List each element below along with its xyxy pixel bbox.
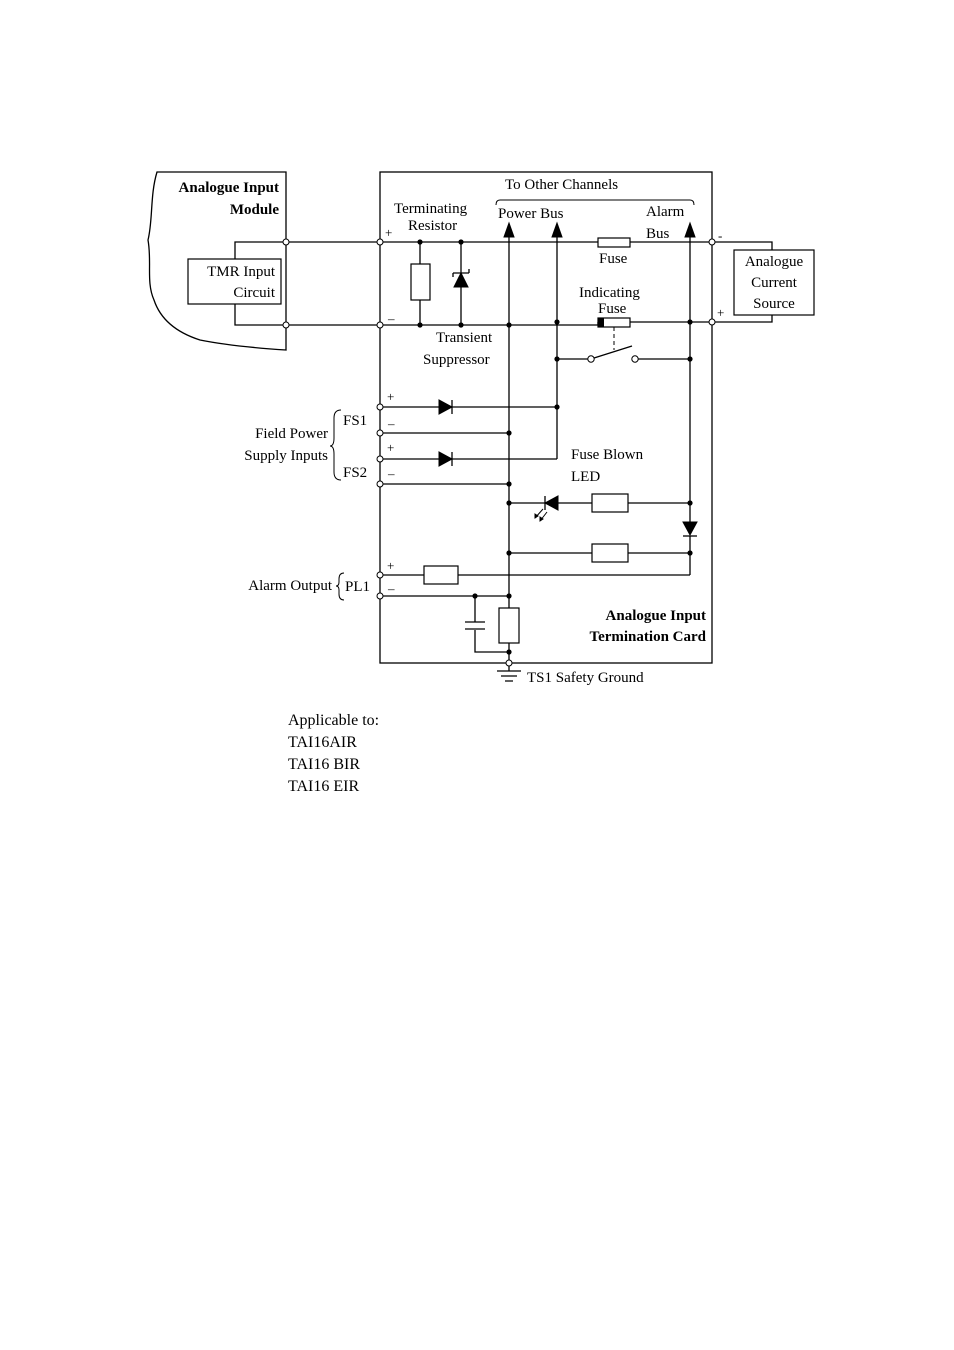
plus-sign-top-left: + — [385, 225, 392, 240]
applicable-to-block: Applicable to: TAI16AIR TAI16 BIR TAI16 … — [288, 710, 379, 798]
terminating-resistor — [410, 263, 431, 301]
alarm-bus-arrow — [684, 221, 696, 238]
termination-card-outline — [379, 171, 713, 664]
top-rail — [286, 241, 773, 250]
source-label-3: Source — [753, 296, 795, 312]
analogue-current-source-box — [733, 249, 815, 316]
switch-contact-right — [631, 355, 639, 363]
alarm-switch-blade — [593, 345, 633, 359]
fuse-blown-led-label-1: Fuse Blown — [571, 447, 644, 463]
transient-suppressor-bar — [452, 269, 470, 277]
ground-network-wiring — [474, 596, 509, 653]
pl1-minus-sign: – — [387, 581, 395, 596]
terminating-resistor-label-2: Resistor — [408, 218, 457, 234]
second-bus-arrow — [551, 221, 563, 238]
applicable-heading: Applicable to: — [288, 712, 380, 729]
power-bus-arrow — [503, 221, 515, 238]
ground-capacitor — [465, 621, 485, 630]
module-outline — [147, 171, 287, 351]
fuse-blown-led-label-2: LED — [571, 469, 600, 485]
field-power-label-1: Field Power — [255, 426, 328, 442]
fuse-label: Fuse — [599, 251, 628, 267]
applicable-item: TAI16AIR — [288, 734, 357, 751]
applicable-item: TAI16 EIR — [288, 778, 360, 795]
transient-suppressor-diode — [453, 271, 469, 288]
field-power-brace — [329, 409, 342, 481]
field-power-label-2: Supply Inputs — [244, 448, 328, 464]
to-other-channels-brace — [495, 199, 695, 206]
indicating-fuse-label-2: Fuse — [598, 301, 627, 317]
indicating-fuse-label-1: Indicating — [579, 285, 640, 301]
power-bus-label: Power Bus — [498, 206, 564, 222]
termination-card-title-2: Termination Card — [589, 629, 706, 645]
fs2-minus-sign: – — [387, 466, 395, 481]
terminals — [282, 238, 716, 667]
led-ray-head-1 — [534, 513, 539, 519]
pl1-label: PL1 — [345, 579, 370, 595]
tmr-input-label-1: TMR Input — [207, 264, 276, 280]
transient-suppressor-label-2: Suppressor — [423, 352, 490, 368]
source-label-1: Analogue — [745, 254, 804, 270]
fuse — [597, 237, 631, 248]
alarm-bus-diode — [682, 521, 698, 537]
to-other-channels-label: To Other Channels — [505, 177, 618, 193]
terminating-resistor-label-1: Terminating — [394, 201, 468, 217]
tmr-internal-wiring — [234, 241, 286, 326]
tmr-input-label-2: Circuit — [233, 285, 275, 301]
ground-resistor — [498, 607, 520, 644]
alarm-output-resistor — [423, 565, 459, 585]
fuse-blown-led — [543, 495, 559, 511]
alarm-output-brace — [335, 572, 345, 601]
termination-card-title-1: Analogue Input — [606, 608, 706, 624]
fs1-label: FS1 — [343, 413, 367, 429]
fs1-minus-sign: – — [387, 416, 395, 431]
fs2-diode — [438, 451, 454, 467]
led-resistor — [591, 493, 629, 513]
alarm-output-label: Alarm Output — [248, 578, 333, 594]
module-title-1: Analogue Input — [179, 180, 279, 196]
wiring-diagram: Analogue Input Module TMR Input Circuit … — [147, 171, 815, 686]
transient-suppressor-label-1: Transient — [436, 330, 493, 346]
indicating-fuse-marker — [598, 318, 604, 327]
module-title-2: Module — [230, 202, 280, 218]
switch-contact-left — [587, 355, 595, 363]
fs2-label: FS2 — [343, 465, 367, 481]
bottom-rail — [286, 315, 773, 326]
led-ray-head-2 — [539, 516, 544, 522]
minus-sign-right: - — [718, 228, 722, 243]
alarm-bus-label-2: Bus — [646, 226, 670, 242]
safety-ground-symbol — [497, 670, 521, 682]
fs1-diode — [438, 399, 454, 415]
source-label-2: Current — [751, 275, 798, 291]
fs2-plus-sign: + — [387, 440, 394, 455]
junction-dots — [417, 239, 693, 655]
safety-ground-label: TS1 Safety Ground — [527, 670, 644, 686]
plus-sign-right: + — [717, 305, 724, 320]
second-resistor — [591, 543, 629, 563]
pl1-plus-sign: + — [387, 558, 394, 573]
alarm-bus-label-1: Alarm — [646, 204, 685, 220]
fs1-plus-sign: + — [387, 389, 394, 404]
applicable-item: TAI16 BIR — [288, 756, 361, 773]
minus-sign-bottom-left: – — [387, 311, 395, 326]
